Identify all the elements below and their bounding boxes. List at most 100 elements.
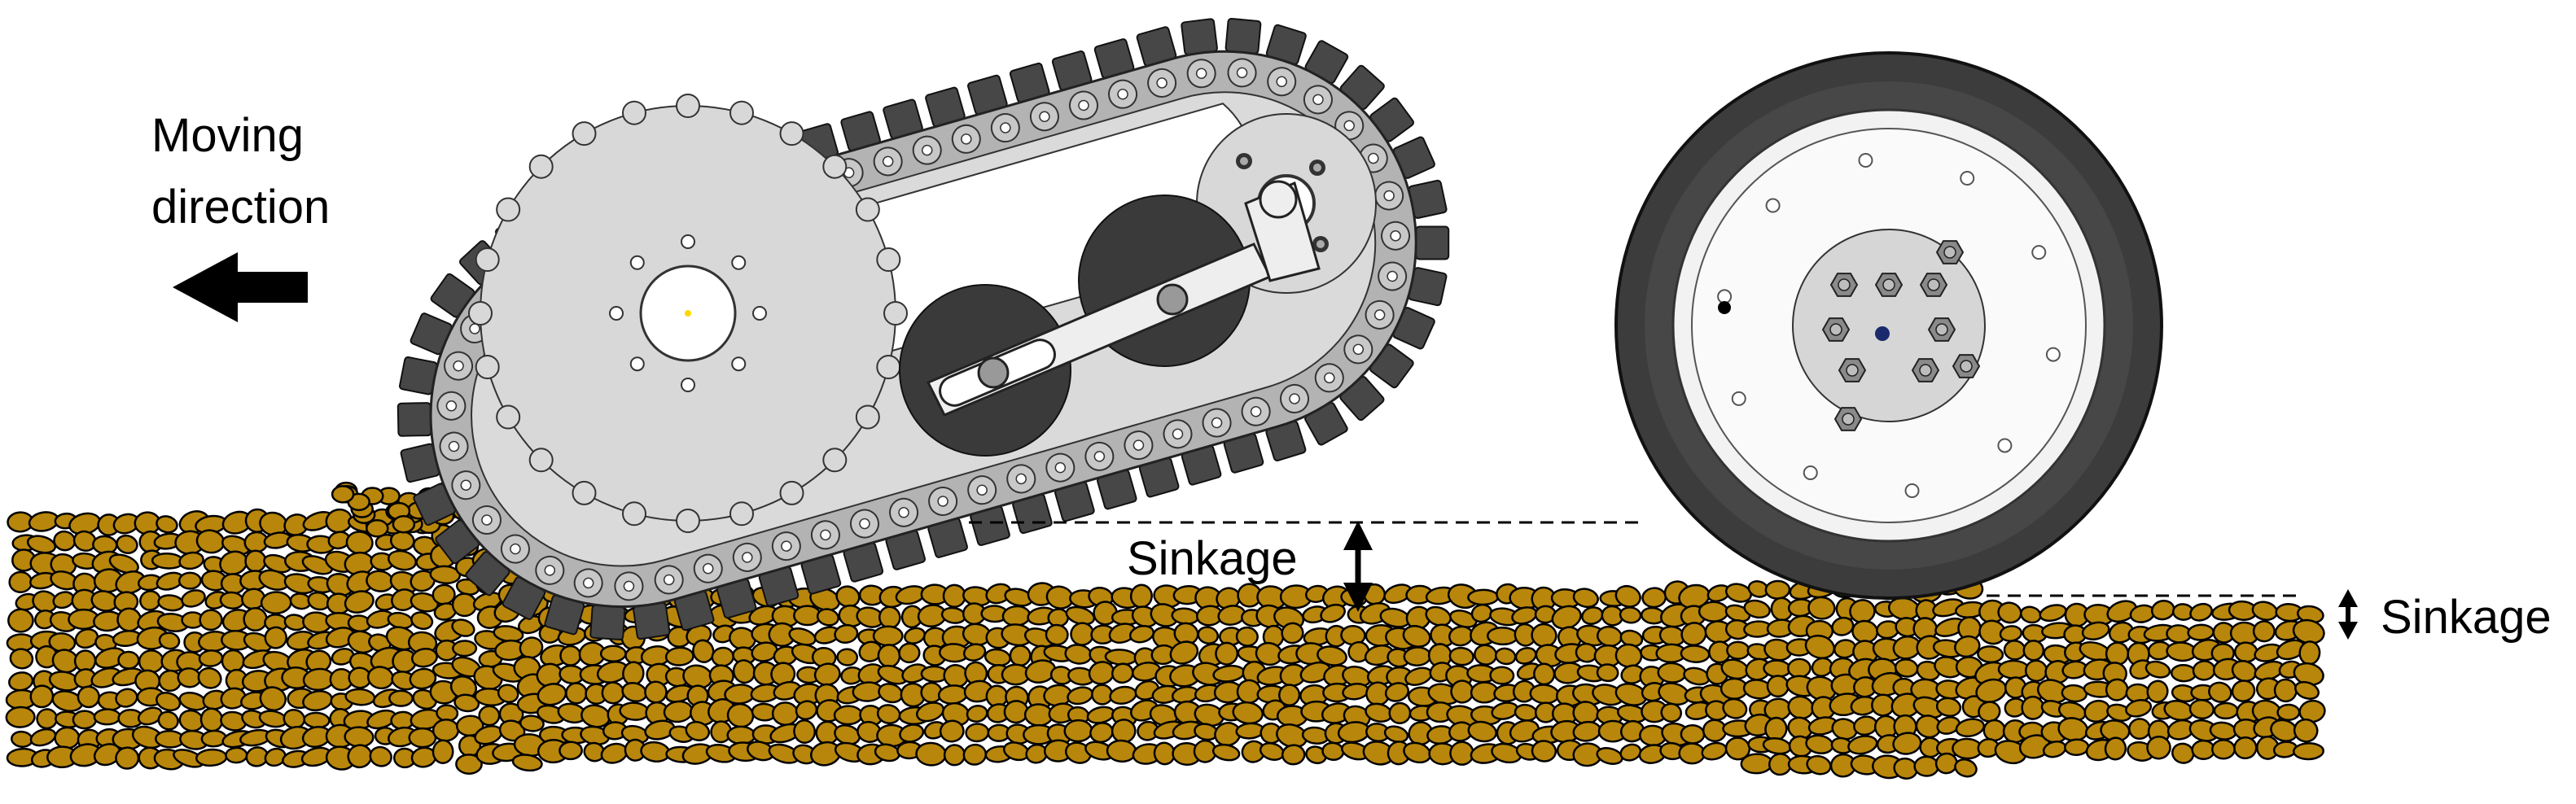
- soil-particle: [1045, 623, 1069, 646]
- soil-particle: [1470, 603, 1493, 623]
- soil-particle: [1320, 603, 1346, 623]
- chain-pin: [663, 574, 675, 586]
- track-grouser: [633, 601, 671, 640]
- soil-particle: [388, 689, 414, 707]
- sprocket-tooth: [528, 154, 554, 179]
- sprocket-tooth: [622, 100, 647, 125]
- soil-particle: [260, 591, 292, 615]
- soil-particle: [2019, 605, 2042, 624]
- soil-particle: [1106, 739, 1137, 763]
- chain-pin: [976, 484, 988, 496]
- soil-particle: [453, 693, 480, 713]
- soil-particle: [137, 706, 163, 726]
- drive-sprocket: [468, 94, 908, 533]
- soil-particle: [1474, 644, 1498, 666]
- rim-hole: [1997, 438, 2013, 453]
- soil-particle: [1936, 716, 1960, 735]
- soil-particle: [1726, 640, 1750, 660]
- sprocket-tooth: [676, 509, 700, 533]
- chain-pin: [1039, 111, 1050, 123]
- soil-particle: [1383, 725, 1409, 743]
- soil-particle: [199, 609, 223, 631]
- sprocket-tooth: [729, 501, 754, 527]
- chain-pin: [937, 496, 948, 507]
- soil-particle: [455, 754, 483, 775]
- soil-particle: [156, 515, 178, 534]
- soil-particle: [1657, 662, 1687, 684]
- soil-particle: [93, 708, 121, 726]
- soil-particle: [795, 700, 818, 721]
- chain-pin: [1117, 88, 1128, 100]
- soil-particle: [1128, 624, 1155, 644]
- sprocket-tooth: [779, 480, 804, 505]
- soil-particle: [1232, 701, 1264, 725]
- moving-direction-label-line2: direction: [151, 181, 330, 234]
- soil-particle: [115, 688, 138, 708]
- hub-bolt-center: [1935, 323, 1948, 336]
- chain-pin: [1383, 190, 1395, 202]
- soil-particle: [1093, 601, 1118, 626]
- soil-particle: [1384, 682, 1410, 702]
- soil-particle: [410, 611, 434, 631]
- sprocket-bolt-hole: [629, 255, 645, 270]
- soil-particle: [1596, 747, 1623, 765]
- soil-particle: [1064, 644, 1093, 665]
- soil-particle: [1982, 719, 2006, 742]
- hub-bolt-center: [1927, 278, 1940, 291]
- soil-particle: [2061, 684, 2088, 703]
- chain-pin: [1211, 417, 1223, 429]
- soil-particle: [77, 685, 100, 709]
- soil-particle: [1641, 587, 1667, 609]
- soil-particle: [1278, 684, 1301, 706]
- soil-particle: [692, 639, 715, 663]
- moving-direction-label-line1: Moving: [151, 109, 304, 162]
- soil-particle: [2106, 600, 2138, 623]
- chain-pin: [898, 507, 909, 518]
- soil-particle: [726, 725, 756, 745]
- soil-particle: [198, 649, 224, 667]
- soil-particle: [219, 591, 245, 610]
- soil-particle: [937, 684, 968, 705]
- soil-particle: [54, 726, 81, 749]
- soil-particle: [432, 739, 454, 764]
- soil-particle: [962, 643, 987, 662]
- soil-particle: [1977, 645, 2004, 664]
- soil-particle: [1111, 662, 1134, 684]
- soil-particle: [1529, 684, 1560, 705]
- soil-particle: [1892, 732, 1922, 755]
- soil-particle: [5, 706, 36, 728]
- soil-particle: [117, 650, 140, 670]
- soil-particle: [966, 705, 988, 723]
- soil-particle: [2189, 602, 2213, 622]
- chain-pin: [544, 565, 556, 576]
- chain-pin: [820, 529, 831, 541]
- soil-particle: [243, 606, 268, 632]
- chain-pin: [1390, 230, 1401, 242]
- sprocket-tooth: [822, 448, 848, 473]
- sprocket-tooth: [676, 94, 700, 118]
- soil-particle: [264, 747, 287, 767]
- soil-particle: [1698, 601, 1729, 623]
- hub-bolt-center: [1846, 364, 1859, 377]
- soil-particle: [1724, 736, 1751, 761]
- soil-particle: [833, 705, 864, 726]
- soil-particle: [511, 754, 543, 772]
- soil-particle: [2146, 735, 2171, 760]
- soil-particle: [2188, 699, 2215, 720]
- soil-particle: [344, 590, 375, 614]
- sprocket-tooth: [622, 501, 647, 527]
- chain-pin: [582, 577, 594, 589]
- soil-particle: [7, 608, 34, 633]
- soil-particle: [872, 625, 904, 647]
- chain-pin: [1236, 67, 1248, 79]
- hub-bolt-center: [1842, 413, 1855, 426]
- soil-particle: [478, 705, 501, 727]
- soil-particle: [1489, 666, 1515, 685]
- soil-particle: [410, 592, 440, 613]
- sprocket-tooth: [729, 100, 754, 125]
- soil-particle: [1766, 675, 1790, 698]
- sprocket-tooth: [496, 404, 521, 430]
- soil-particle: [1764, 579, 1791, 600]
- soil-particle: [1109, 685, 1137, 705]
- soil-particle: [1831, 616, 1855, 636]
